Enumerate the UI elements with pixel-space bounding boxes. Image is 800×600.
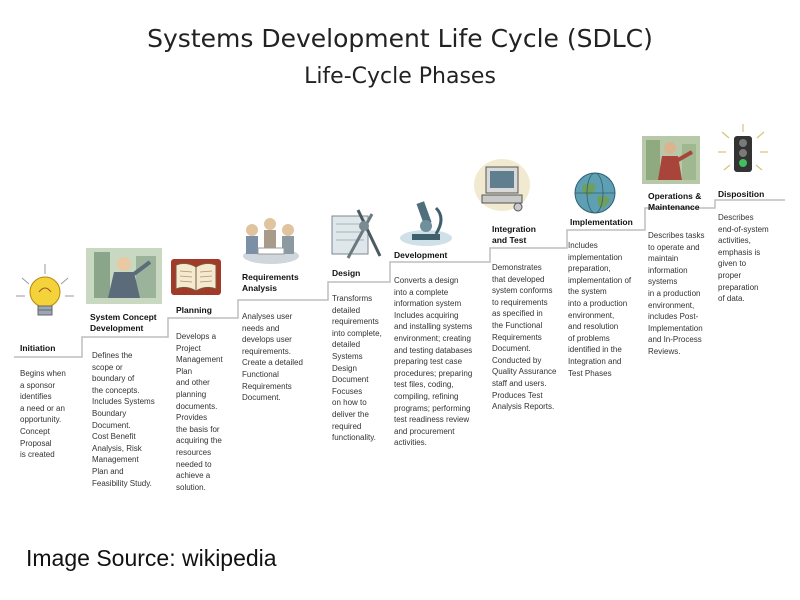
phase-desc-development: Converts a design into a complete inform… bbox=[394, 276, 473, 448]
phase-desc-planning: Develops a Project Management Plan and o… bbox=[176, 332, 223, 492]
computer-icon bbox=[472, 155, 532, 222]
lightbulb-icon bbox=[14, 262, 76, 329]
phase-name-implementation: Implementation bbox=[570, 217, 633, 227]
globe-icon bbox=[572, 170, 618, 221]
worker-icon bbox=[640, 130, 702, 191]
design-tools-icon bbox=[328, 206, 386, 269]
phase-name-operations-maintenance: Operations & Maintenance bbox=[648, 191, 702, 212]
phase-desc-requirements-analysis: Analyses user needs and develops user re… bbox=[242, 312, 303, 403]
traffic-light-icon bbox=[716, 122, 770, 187]
image-source-caption: Image Source: wikipedia bbox=[26, 545, 277, 571]
book-icon bbox=[170, 257, 222, 302]
phase-desc-implementation: Includes implementation preparation, imp… bbox=[568, 241, 632, 378]
phase-name-requirements-analysis: Requirements Analysis bbox=[242, 272, 299, 293]
diagram-title: Systems Development Life Cycle (SDLC) bbox=[147, 24, 653, 53]
phase-name-design: Design bbox=[332, 268, 361, 278]
phase-name-system-concept-development: System Concept Development bbox=[90, 312, 157, 333]
phase-desc-disposition: Describes end-of-system activities, emph… bbox=[718, 213, 769, 304]
phase-desc-design: Transforms detailed requirements into co… bbox=[332, 294, 382, 443]
phase-desc-system-concept-development: Defines the scope or boundary of the con… bbox=[92, 351, 155, 488]
phase-desc-integration-and-test: Demonstrates that developed system confo… bbox=[492, 263, 557, 412]
phase-name-integration-and-test: Integration and Test bbox=[492, 224, 536, 245]
diagram-subtitle: Life-Cycle Phases bbox=[304, 64, 496, 89]
phase-name-disposition: Disposition bbox=[718, 189, 765, 199]
businessman-icon bbox=[84, 242, 164, 313]
phase-desc-operations-maintenance: Describes tasks to operate and maintain … bbox=[648, 231, 705, 356]
team-meeting-icon bbox=[238, 210, 304, 273]
phase-name-initiation: Initiation bbox=[20, 343, 56, 353]
phase-name-planning: Planning bbox=[176, 305, 212, 315]
phase-name-development: Development bbox=[394, 250, 448, 260]
microscope-icon bbox=[396, 194, 456, 253]
phase-desc-initiation: Begins when a sponsor identifies a need … bbox=[20, 369, 66, 460]
